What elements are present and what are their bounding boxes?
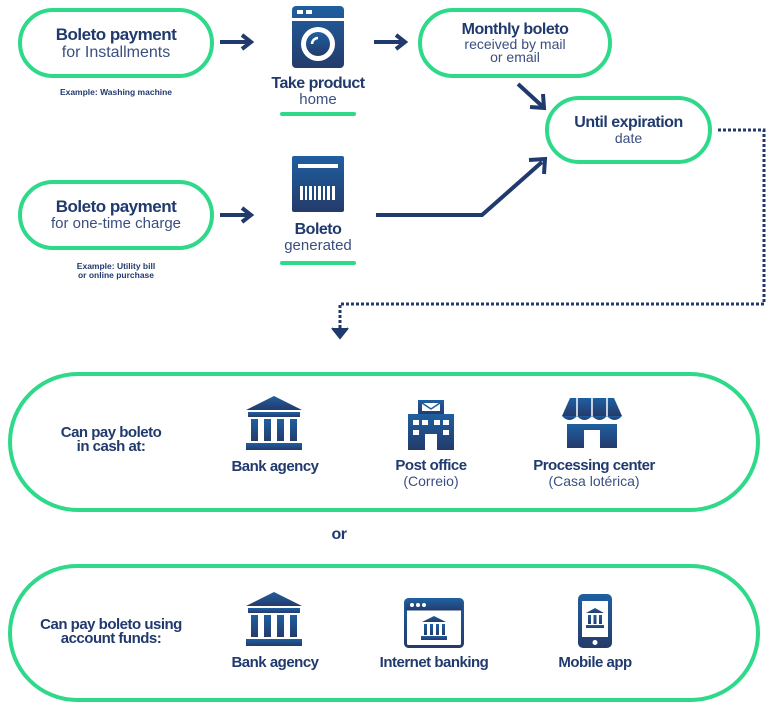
expiration-box-subtitle: date bbox=[614, 130, 643, 146]
monthly-box-line2: received by mail bbox=[464, 36, 566, 52]
arrow-right-icon bbox=[220, 33, 255, 51]
arrow-up-right-icon bbox=[376, 156, 548, 217]
one-time-example-line2: or online purchase bbox=[77, 270, 155, 280]
cash-option-bank-agency: Bank agency bbox=[231, 458, 319, 475]
post-office-title: Post office bbox=[395, 457, 467, 474]
one-time-box-subtitle: for one-time charge bbox=[50, 215, 182, 232]
take-product-subtitle: home bbox=[299, 91, 337, 108]
cash-label: Can pay boleto in cash at: bbox=[26, 424, 196, 455]
installments-box-title: Boleto payment bbox=[55, 24, 177, 44]
boleto-generated-subtitle: generated bbox=[284, 237, 352, 254]
installments-box-subtitle: for Installments bbox=[61, 43, 171, 61]
monthly-boleto-box: Monthly boleto received by mail or email bbox=[418, 8, 612, 78]
cash-payment-box bbox=[8, 372, 760, 512]
post-office-subtitle: (Correio) bbox=[403, 473, 459, 489]
installments-example: Example: Washing machine bbox=[59, 87, 173, 97]
processing-center-subtitle: (Casa lotérica) bbox=[548, 473, 640, 489]
one-time-example-line1: Example: Utility bill bbox=[76, 261, 156, 271]
funds-label-line1: Can pay boleto using bbox=[40, 616, 182, 633]
account-funds-box bbox=[8, 564, 760, 702]
boleto-barcode-icon bbox=[292, 156, 344, 212]
processing-center-title: Processing center bbox=[533, 457, 655, 474]
arrow-right-icon bbox=[374, 33, 409, 51]
take-product-underline bbox=[280, 112, 356, 116]
boleto-generated-title: Boleto bbox=[294, 221, 342, 238]
or-label: or bbox=[331, 526, 348, 543]
take-product-label: Take product home bbox=[256, 75, 380, 108]
post-office-icon bbox=[408, 400, 454, 450]
funds-label: Can pay boleto using account funds: bbox=[18, 616, 204, 647]
funds-label-line2: account funds: bbox=[60, 630, 162, 647]
boleto-generated-underline bbox=[280, 261, 356, 265]
washing-machine-icon bbox=[292, 6, 344, 68]
bank-icon bbox=[246, 592, 302, 646]
cash-option-processing-center: Processing center (Casa lotérica) bbox=[506, 458, 682, 489]
mobile-phone-icon bbox=[578, 594, 612, 648]
take-product-title: Take product bbox=[271, 75, 365, 92]
funds-option-bank-agency: Bank agency bbox=[231, 654, 319, 671]
expiration-box-title: Until expiration bbox=[574, 114, 683, 131]
monthly-box-line3: or email bbox=[490, 49, 540, 65]
installments-payment-box: Boleto payment for Installments bbox=[18, 8, 214, 78]
boleto-generated-label: Boleto generated bbox=[256, 222, 380, 254]
arrow-right-icon bbox=[220, 206, 255, 224]
cash-option-post-office: Post office (Correio) bbox=[356, 458, 506, 489]
arrow-down-right-icon bbox=[516, 82, 547, 111]
cash-label-line1: Can pay boleto bbox=[60, 424, 162, 441]
cash-label-line2: in cash at: bbox=[76, 438, 146, 455]
browser-bank-icon bbox=[404, 598, 464, 648]
one-time-payment-box: Boleto payment for one-time charge bbox=[18, 180, 214, 250]
monthly-box-title: Monthly boleto bbox=[461, 21, 569, 38]
expiration-box: Until expiration date bbox=[545, 96, 712, 164]
bank-icon bbox=[246, 396, 302, 450]
storefront-icon bbox=[562, 398, 622, 448]
funds-option-mobile-app: Mobile app bbox=[558, 654, 632, 671]
funds-option-internet-banking: Internet banking bbox=[379, 654, 489, 671]
one-time-box-title: Boleto payment bbox=[55, 197, 177, 216]
